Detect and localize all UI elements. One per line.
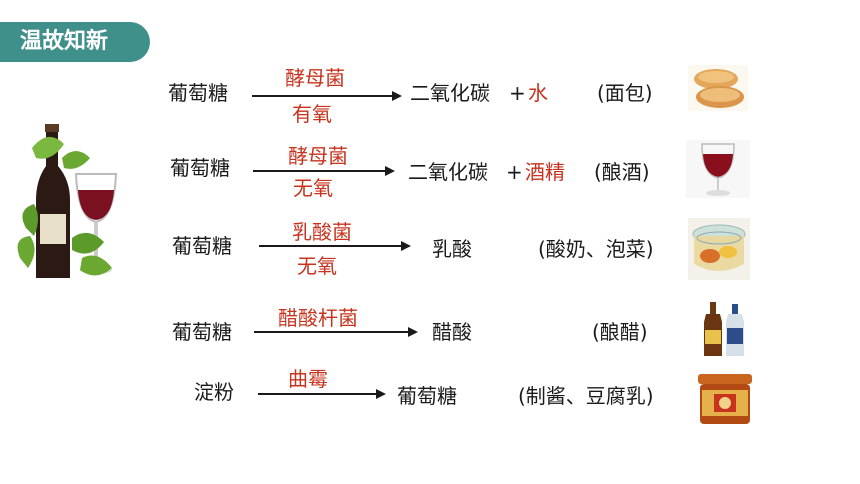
row3-use: (酸奶、泡菜) bbox=[538, 237, 654, 261]
section-title-badge: 温故知新 bbox=[0, 22, 150, 62]
row5-arrow bbox=[258, 389, 386, 399]
vinegar-bottles-image bbox=[694, 298, 754, 358]
row2-use: (酿酒) bbox=[594, 160, 650, 184]
row4-arrow bbox=[254, 327, 418, 337]
row2-reactant: 葡萄糖 bbox=[170, 156, 230, 180]
row1-microbe: 酵母菌 bbox=[285, 66, 345, 90]
row1-reactant: 葡萄糖 bbox=[168, 81, 228, 105]
row2-condition: 无氧 bbox=[293, 176, 333, 200]
pickles-jar-image bbox=[688, 218, 750, 280]
wine-bottle-grapes-image bbox=[12, 118, 122, 290]
row3-microbe: 乳酸菌 bbox=[292, 220, 352, 244]
row3-arrow bbox=[259, 241, 411, 251]
red-wine-glass-image bbox=[686, 140, 750, 198]
row1-extra-product: 水 bbox=[528, 81, 548, 105]
row1-arrow bbox=[252, 91, 402, 101]
row2-plus: + bbox=[506, 160, 523, 184]
row4-product: 醋酸 bbox=[432, 320, 472, 344]
row2-product: 二氧化碳 bbox=[408, 160, 488, 184]
row4-microbe: 醋酸杆菌 bbox=[278, 306, 358, 330]
row2-arrow bbox=[253, 166, 395, 176]
row2-microbe: 酵母菌 bbox=[288, 144, 348, 168]
row2-extra-product: 酒精 bbox=[525, 160, 565, 184]
sauce-jar-image bbox=[694, 372, 756, 426]
row5-reactant: 淀粉 bbox=[194, 380, 234, 404]
row1-plus: + bbox=[509, 81, 526, 105]
row1-product: 二氧化碳 bbox=[410, 81, 490, 105]
row4-reactant: 葡萄糖 bbox=[172, 320, 232, 344]
row3-product: 乳酸 bbox=[432, 237, 472, 261]
row4-use: (酿醋) bbox=[592, 320, 648, 344]
row5-microbe: 曲霉 bbox=[288, 367, 328, 391]
row1-use: (面包) bbox=[597, 81, 653, 105]
row3-condition: 无氧 bbox=[297, 254, 337, 278]
row5-product: 葡萄糖 bbox=[397, 384, 457, 408]
row5-use: (制酱、豆腐乳) bbox=[518, 384, 654, 408]
row3-reactant: 葡萄糖 bbox=[172, 234, 232, 258]
bread-image bbox=[688, 65, 748, 111]
row1-condition: 有氧 bbox=[292, 102, 332, 126]
